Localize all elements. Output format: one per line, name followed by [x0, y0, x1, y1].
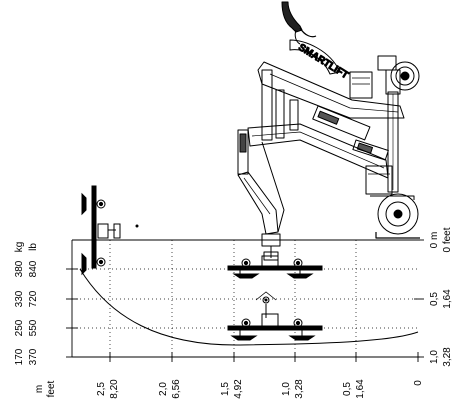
weight-lb-720: 720 [28, 290, 39, 307]
pad-bar-upper [227, 265, 323, 271]
brand-text: SMARTLIFT [296, 42, 350, 81]
suction-cup-4 [288, 335, 316, 341]
working-envelope-curve [79, 268, 419, 346]
reach-unit-m: m [34, 385, 45, 393]
reach-ft-6-56: 6,56 [171, 379, 182, 399]
kg-unit-label: kg [14, 242, 25, 253]
vacuum-lifter-machine: SMARTLIFT [237, 1, 420, 261]
height-ft-0: 0 feet [442, 227, 453, 252]
weight-kg-250: 250 [14, 319, 25, 336]
boom-cylinder [312, 105, 371, 141]
reach-m-1-5: 1,5 [220, 382, 231, 396]
reach-m-0-5: 0,5 [342, 382, 353, 396]
weight-axis-labels: kg lb 380 840 330 720 250 550 170 370 [14, 242, 39, 366]
reach-m-2-0: 2,0 [158, 382, 169, 396]
base-wheel [370, 193, 420, 239]
suction-cup-3 [230, 335, 258, 341]
vacuum-pad-group-lower [227, 291, 323, 341]
reach-ft-3-28: 3,28 [294, 379, 305, 399]
reach-ft-1-64: 1,64 [355, 379, 366, 399]
lifting-hose [281, 1, 303, 33]
horizontal-arm [247, 123, 389, 179]
weight-kg-380: 380 [14, 260, 25, 277]
pad-bar-lower [227, 325, 323, 331]
height-ft-1-64: 1,64 [442, 289, 453, 309]
reach-axis-labels: m feet 2,5 8,20 2,0 6,56 1,5 4,92 1,0 3,… [34, 379, 424, 399]
reach-m-2-5: 2,5 [96, 382, 107, 396]
reach-m-0: 0 [413, 380, 424, 386]
weight-lb-840: 840 [28, 260, 39, 277]
height-m-0-5: 0,5 [429, 292, 440, 306]
reach-ft-8-20: 8,20 [109, 379, 120, 399]
upper-column [261, 69, 273, 141]
brand-banner [289, 39, 341, 75]
reach-m-1-0: 1,0 [281, 382, 292, 396]
vacuum-pad-group-upper [227, 255, 323, 279]
suction-cup-2 [286, 273, 314, 279]
suction-cup-1 [232, 273, 260, 279]
reach-unit-ft: feet [46, 380, 57, 397]
lb-unit-label: lb [28, 243, 39, 251]
weight-kg-330: 330 [14, 290, 25, 307]
height-m-0: 0 m [429, 232, 440, 249]
rotator-wheel [390, 61, 420, 91]
load-grid [66, 239, 424, 362]
lower-arm [237, 171, 279, 235]
height-m-1-0: 1,0 [429, 350, 440, 364]
height-ft-3-28: 3,28 [442, 347, 453, 367]
mast [387, 91, 399, 193]
reach-ft-4-92: 4,92 [233, 379, 244, 399]
height-axis-labels: 0 m 0 feet 0,5 1,64 1,0 3,28 [429, 227, 453, 366]
weight-lb-370: 370 [28, 348, 39, 365]
weight-kg-170: 170 [14, 348, 25, 365]
control-box [349, 71, 373, 99]
vacuum-pad-vertical [81, 185, 139, 276]
weight-lb-550: 550 [28, 319, 39, 336]
